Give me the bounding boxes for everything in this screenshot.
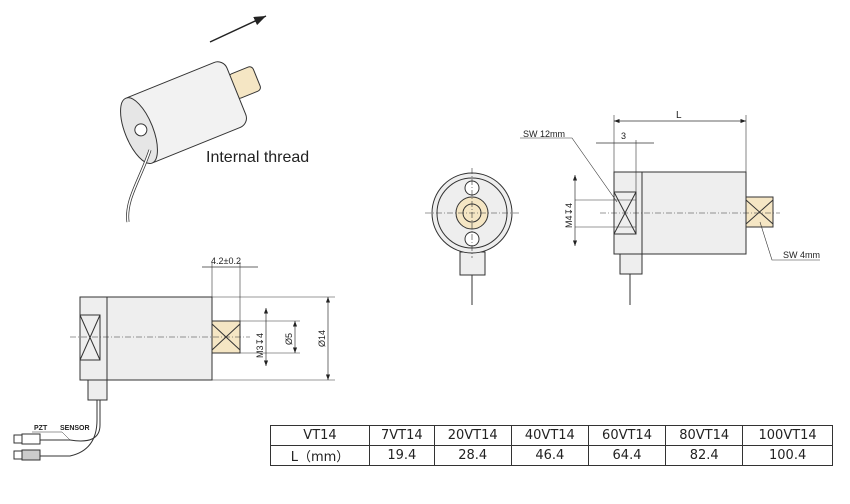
length-dim-label: L <box>676 110 682 121</box>
flange-dim-label: 3 <box>621 131 626 141</box>
bottom-view <box>13 262 335 461</box>
table-cell: 82.4 <box>665 445 744 466</box>
table-row: L（mm） 19.4 28.4 46.4 64.4 82.4 100.4 <box>270 445 833 466</box>
table-cell: VT14 <box>270 425 370 446</box>
m3-thread-label: M3↧4 <box>255 333 265 358</box>
body-diameter-label: Ø14 <box>317 330 327 347</box>
sw12-label: SW 12mm <box>523 129 565 139</box>
internal-thread-label: Internal thread <box>206 149 309 166</box>
table-cell: 28.4 <box>433 445 512 466</box>
sensor-label: SENSOR <box>60 425 90 432</box>
table-cell: 7VT14 <box>369 425 435 446</box>
table-row: VT14 7VT14 20VT14 40VT14 60VT14 80VT14 1… <box>270 425 833 446</box>
table-cell: L（mm） <box>270 445 370 466</box>
table-cell: 20VT14 <box>433 425 512 446</box>
tip-length-label: 4.2±0.2 <box>211 256 241 266</box>
motion-arrow-icon <box>209 15 267 43</box>
sw4-label: SW 4mm <box>783 250 820 260</box>
table-cell: 40VT14 <box>510 425 589 446</box>
table-cell: 64.4 <box>587 445 667 466</box>
tip-diameter-label: Ø5 <box>284 333 294 345</box>
table-cell: 60VT14 <box>587 425 667 446</box>
table-cell: 19.4 <box>369 445 435 466</box>
m4-thread-label: M4↧4 <box>564 203 574 228</box>
table-cell: 80VT14 <box>665 425 744 446</box>
pzt-label: PZT <box>34 425 48 432</box>
front-view <box>425 168 519 305</box>
length-table: VT14 7VT14 20VT14 40VT14 60VT14 80VT14 1… <box>270 425 833 466</box>
table-cell: 100.4 <box>742 445 833 466</box>
table-cell: 100VT14 <box>742 425 833 446</box>
side-view <box>520 115 820 305</box>
isometric-view: Internal thread <box>120 15 309 223</box>
table-cell: 46.4 <box>510 445 589 466</box>
